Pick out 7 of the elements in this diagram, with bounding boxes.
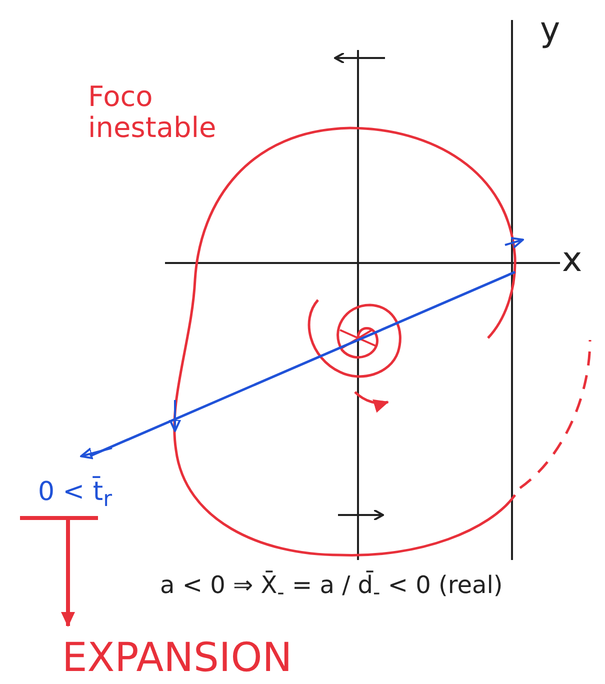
conclusion-label: EXPANSION — [62, 636, 292, 680]
condition-label: 0 < t̄$_{r}$ — [38, 478, 112, 512]
arrow — [18, 516, 100, 628]
axis-label: y — [540, 12, 560, 50]
annotation-text: Foco inestable — [88, 82, 218, 144]
equation-text: a < 0 ⇒ X̄$_{-}$ = a / d̄$_{-}$ < 0 (real) — [160, 572, 503, 603]
axis-label: x — [562, 242, 582, 280]
